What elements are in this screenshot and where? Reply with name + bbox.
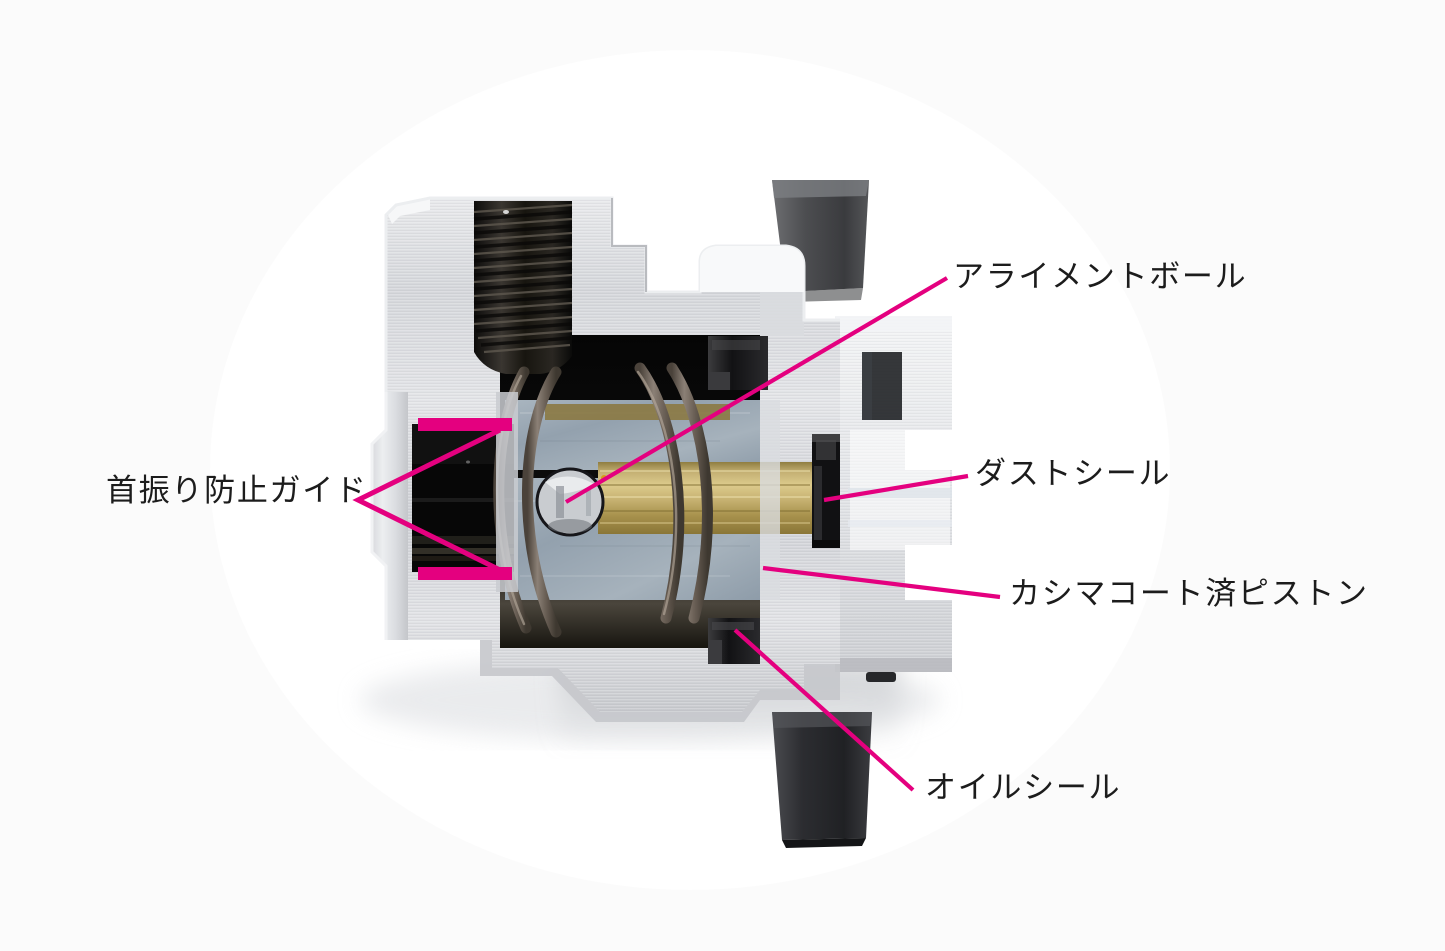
- bracket-bar-top: [418, 418, 512, 431]
- bracket-bar-bottom: [418, 567, 512, 580]
- leader-piston: [762, 565, 1001, 600]
- upper-seal: [708, 336, 768, 390]
- callout-label-anti-rattle-guide: 首振り防止ガイド: [106, 473, 368, 508]
- guide-bracket-bars: [418, 418, 512, 580]
- callout-label-alignment-ball: アライメントボール: [953, 259, 1248, 294]
- brake-pad-tab-bottom: [772, 712, 872, 848]
- bridge-window: [700, 246, 804, 292]
- callout-label-dust-seal: ダストシール: [975, 456, 1172, 491]
- leader-dust-seal: [823, 473, 969, 503]
- callout-label-kashima-coated-piston: カシマコート済ピストン: [1009, 576, 1369, 611]
- leader-guide-bracket: [352, 427, 502, 573]
- oil-seal: [708, 618, 760, 664]
- caliper-outboard-half: [835, 316, 952, 682]
- leader-alignment-ball: [564, 276, 949, 504]
- caliper-body: [370, 196, 840, 722]
- callout-leaders: [352, 276, 1001, 792]
- threaded-port: [473, 201, 573, 374]
- callout-label-oil-seal: オイルシール: [925, 770, 1122, 805]
- dust-seal: [812, 434, 840, 548]
- leader-oil-seal: [733, 628, 915, 792]
